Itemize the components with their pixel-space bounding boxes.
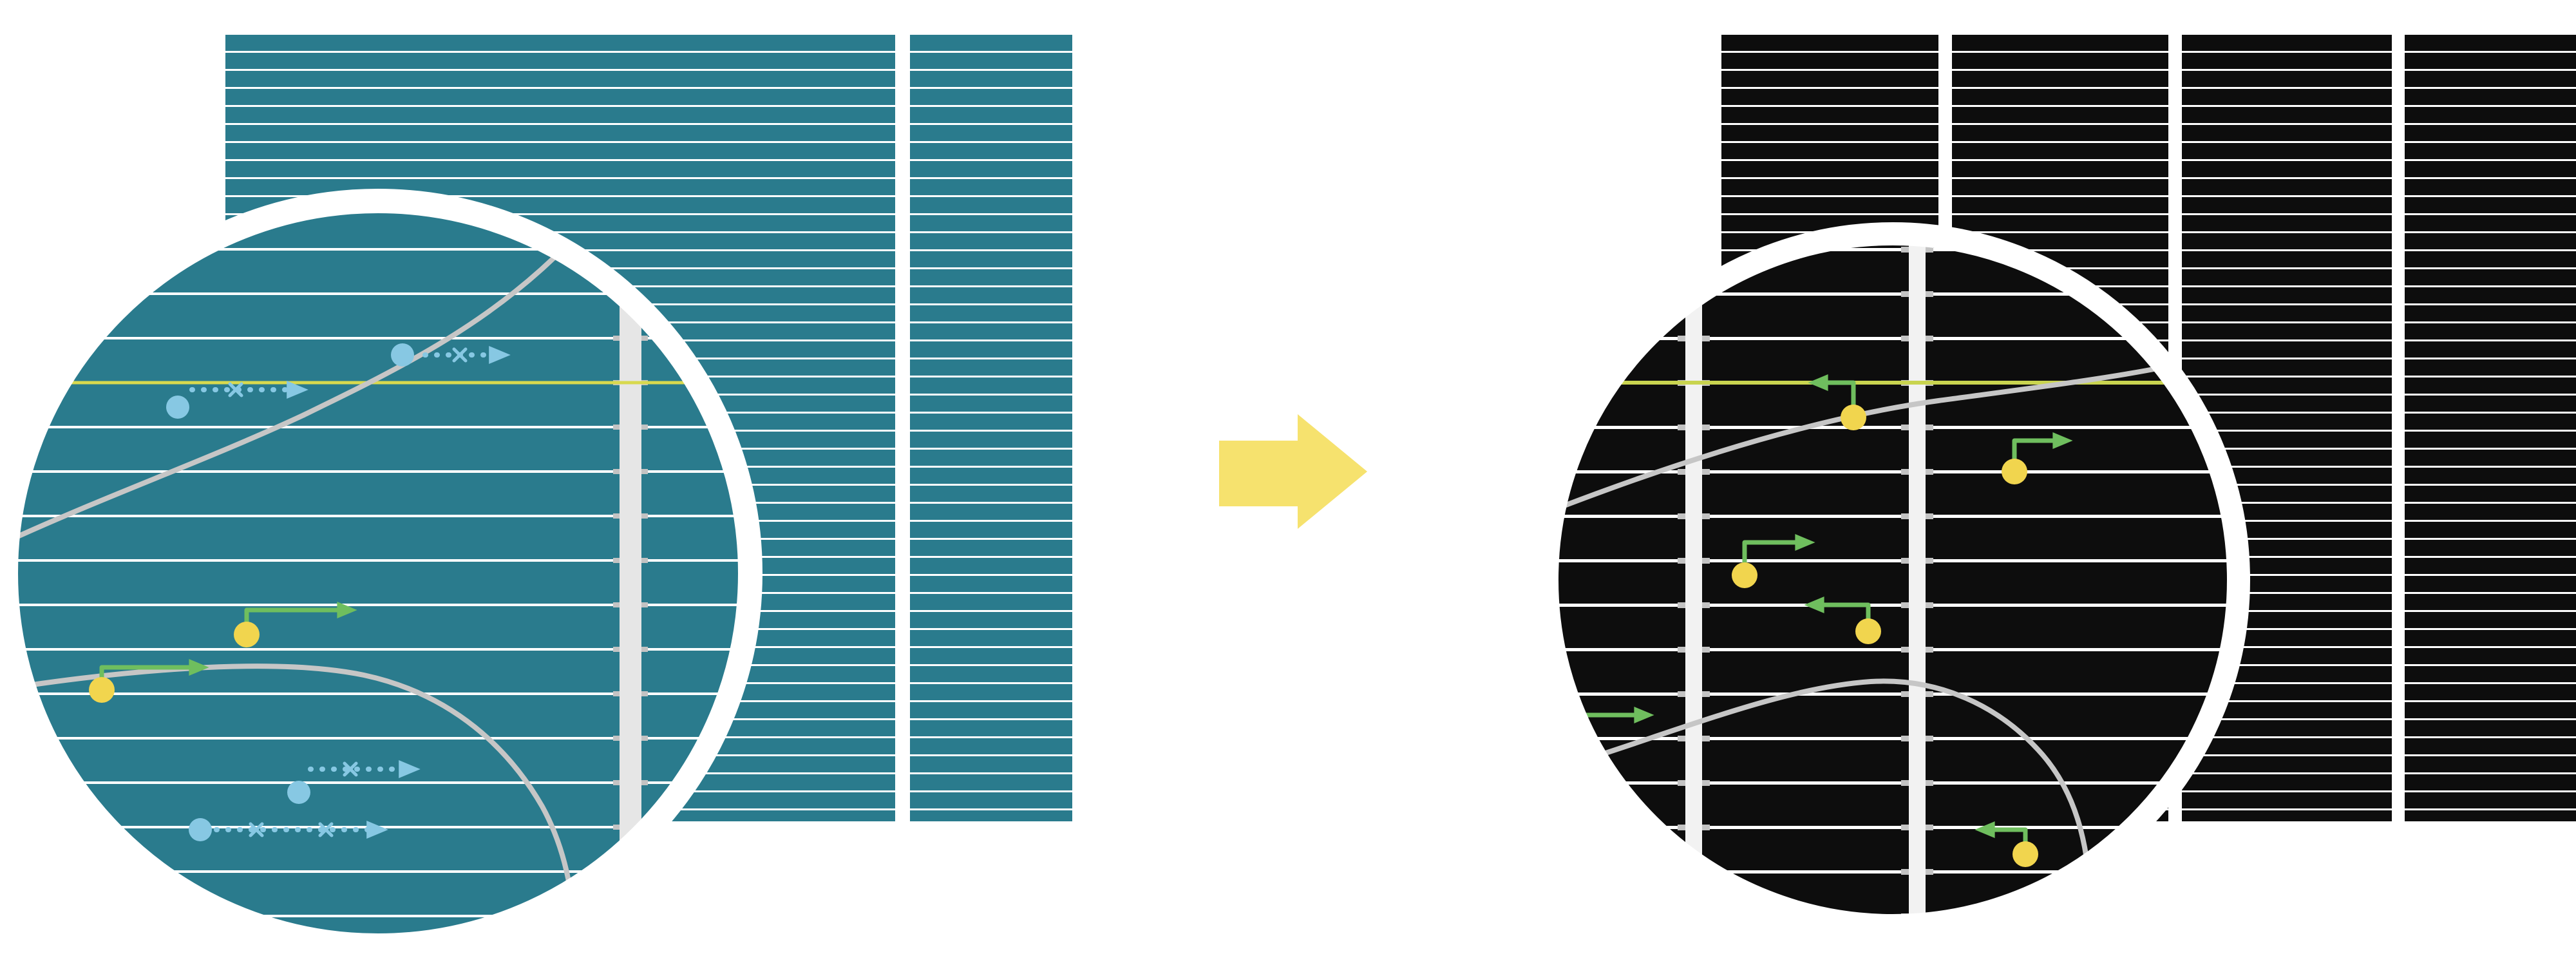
collection-arrow — [1808, 374, 1856, 415]
carrier-collection-marker — [2002, 432, 2073, 484]
carrier-dot — [2012, 841, 2038, 867]
grain-boundary-curve-upper — [17, 229, 582, 550]
carrier-dot — [1841, 405, 1866, 430]
carrier-dot — [2002, 459, 2027, 484]
carrier-dot — [89, 677, 115, 703]
collection-arrow — [1742, 534, 1815, 575]
carrier-collection-marker — [1804, 597, 1881, 644]
right-busbar-1 — [1678, 245, 1710, 915]
electron-dot — [166, 396, 189, 419]
carrier-collection-marker — [1732, 534, 1815, 588]
grain-boundary-curve-upper — [1558, 365, 2166, 518]
electron-trail-marker — [391, 343, 511, 367]
right-magnifier-content — [1558, 245, 2228, 915]
electron-trail-marker — [189, 818, 388, 841]
right-cell-strip-4 — [2405, 35, 2576, 821]
grain-boundary-curve-lower — [1558, 678, 2094, 908]
right-panel — [1535, 35, 2576, 937]
transition-arrow — [1219, 414, 1367, 529]
left-cell-strip — [910, 35, 1072, 821]
right-magnified-cell-surface — [1558, 245, 2228, 915]
electron-dot — [391, 343, 414, 367]
left-panel — [0, 35, 1072, 958]
electron-dot — [287, 781, 310, 804]
carrier-collection-marker — [1808, 374, 1866, 430]
right-magnifier — [1535, 222, 2250, 937]
right-magnifier-ring — [1535, 222, 2250, 937]
carrier-collection-marker — [234, 602, 357, 647]
left-magnifier — [0, 189, 762, 958]
carrier-collection-marker — [89, 659, 209, 703]
left-magnifier-ring — [0, 189, 762, 958]
carrier-dot — [1732, 562, 1757, 588]
electron-dot — [189, 818, 212, 841]
right-arrow-icon — [1219, 414, 1367, 529]
grain-boundary-curve-lower — [17, 664, 579, 934]
left-magnifier-content — [17, 213, 739, 934]
right-busbar-2 — [1901, 245, 1933, 915]
electron-trail-marker — [166, 381, 308, 419]
electron-trail-marker — [287, 760, 421, 804]
carrier-dot — [1855, 618, 1881, 644]
left-busbar — [613, 213, 648, 934]
carrier-dot — [234, 622, 260, 647]
carrier-collection-marker — [1975, 821, 2038, 867]
